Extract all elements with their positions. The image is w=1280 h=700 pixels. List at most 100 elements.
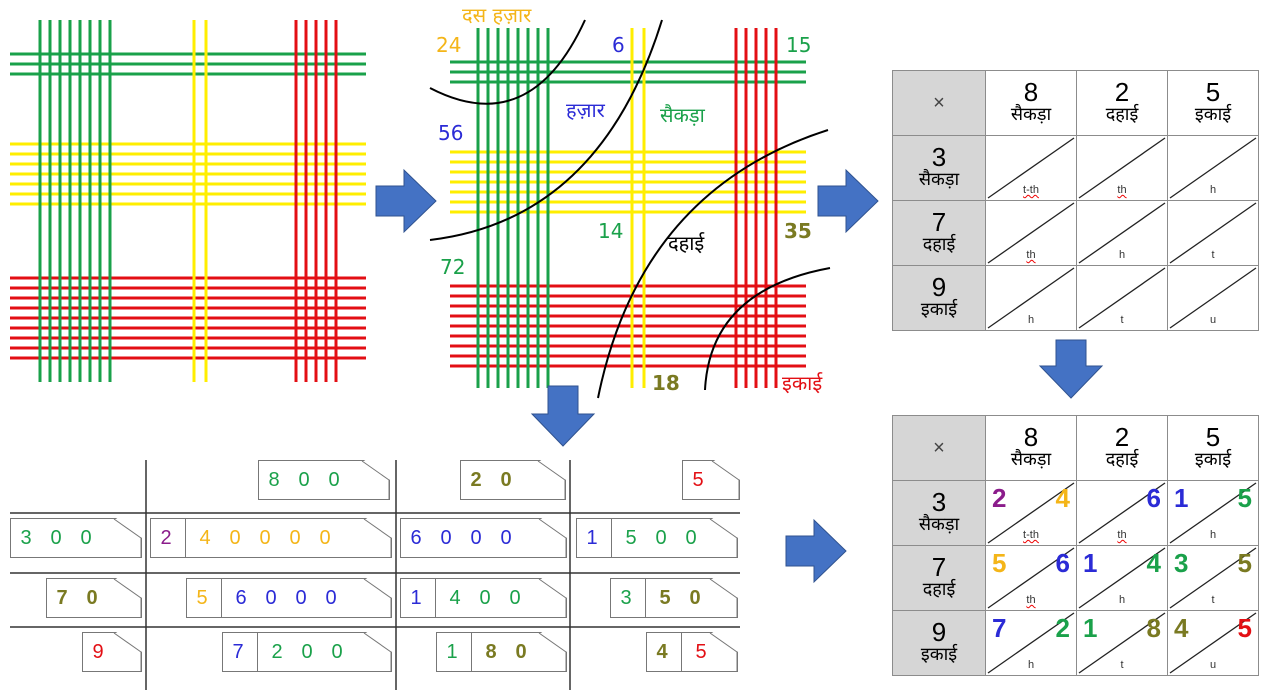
table-corner: × xyxy=(892,415,986,481)
digit: 6 xyxy=(235,586,247,609)
table-cell: h xyxy=(1076,200,1168,266)
digit: 0 xyxy=(500,526,512,549)
digit: 0 xyxy=(500,468,512,491)
label-ikai: इकाई xyxy=(782,371,823,395)
digit-tens: 1 xyxy=(1083,548,1098,578)
place-caption: th xyxy=(1117,529,1127,541)
num-18: 18 xyxy=(652,371,680,395)
place-caption: h xyxy=(1209,529,1217,541)
digit: 2 xyxy=(160,526,172,549)
digit: 0 xyxy=(265,586,277,609)
line-grid-plain xyxy=(10,20,366,382)
num-6: 6 xyxy=(612,33,625,57)
box-fold xyxy=(709,632,738,671)
box-fold xyxy=(363,518,392,557)
digit: 5 xyxy=(659,586,671,609)
digit-tens: 3 xyxy=(1174,548,1189,578)
label-dahai: दहाई xyxy=(668,231,705,255)
line-grid-grouped xyxy=(450,28,806,388)
digit-ones: 8 xyxy=(1146,613,1161,643)
digit: 7 xyxy=(56,586,68,609)
arrow-down-1 xyxy=(530,385,596,447)
box-fold xyxy=(363,632,392,671)
num-24: 24 xyxy=(436,33,461,57)
digit: 0 xyxy=(80,526,92,549)
place-caption: u xyxy=(1209,659,1217,671)
label-hazar: हज़ार xyxy=(566,98,606,122)
table-cell: t-th xyxy=(985,135,1077,201)
digit-tens: 1 xyxy=(1174,483,1189,513)
digit: 0 xyxy=(689,586,701,609)
box-fold xyxy=(363,578,392,617)
place-caption: h xyxy=(1118,594,1126,606)
num-56: 56 xyxy=(438,121,463,145)
table-cell: t xyxy=(1076,265,1168,331)
box-fold xyxy=(711,460,740,499)
digit-ones: 5 xyxy=(1237,613,1252,643)
digit-tens: 2 xyxy=(992,483,1007,513)
digit: 4 xyxy=(656,640,668,663)
box-fold xyxy=(537,460,566,499)
digit: 3 xyxy=(620,586,632,609)
digit: 0 xyxy=(685,526,697,549)
digit: 1 xyxy=(410,586,422,609)
digit: 1 xyxy=(586,526,598,549)
digit: 8 xyxy=(485,640,497,663)
box-fold xyxy=(113,578,142,617)
num-15: 15 xyxy=(786,33,811,57)
digit: 4 xyxy=(449,586,461,609)
box-fold xyxy=(538,578,567,617)
num-72: 72 xyxy=(440,255,465,279)
table-cell: th xyxy=(985,200,1077,266)
box-fold xyxy=(361,460,390,499)
box-fold xyxy=(709,518,738,557)
label-das-hazar: दस हज़ार xyxy=(462,3,532,27)
digit: 0 xyxy=(229,526,241,549)
digit-ones: 5 xyxy=(1237,548,1252,578)
table-cell: u xyxy=(1167,265,1259,331)
table-cell: 3 5 t xyxy=(1167,545,1259,611)
arrow-right-2 xyxy=(817,168,879,234)
digit: 8 xyxy=(268,468,280,491)
digit-ones: 4 xyxy=(1055,483,1070,513)
digit: 7 xyxy=(232,640,244,663)
digit-tens: 7 xyxy=(992,613,1007,643)
table-cell: t xyxy=(1167,200,1259,266)
arrow-right-3 xyxy=(785,518,847,584)
digit: 3 xyxy=(20,526,32,549)
digit: 5 xyxy=(625,526,637,549)
digit: 0 xyxy=(479,586,491,609)
place-caption: t xyxy=(1211,594,1215,606)
digit: 9 xyxy=(92,640,104,663)
digit: 0 xyxy=(301,640,313,663)
digit: 0 xyxy=(325,586,337,609)
num-35: 35 xyxy=(784,219,812,243)
num-14: 14 xyxy=(598,219,623,243)
table-cell: th xyxy=(1076,135,1168,201)
arrows xyxy=(375,168,1104,584)
digit-tens: 1 xyxy=(1083,613,1098,643)
label-saikda: सैकड़ा xyxy=(660,103,706,127)
table-cell: h xyxy=(985,265,1077,331)
digit: 6 xyxy=(410,526,422,549)
digit: 0 xyxy=(289,526,301,549)
digit: 0 xyxy=(295,586,307,609)
digit: 0 xyxy=(440,526,452,549)
